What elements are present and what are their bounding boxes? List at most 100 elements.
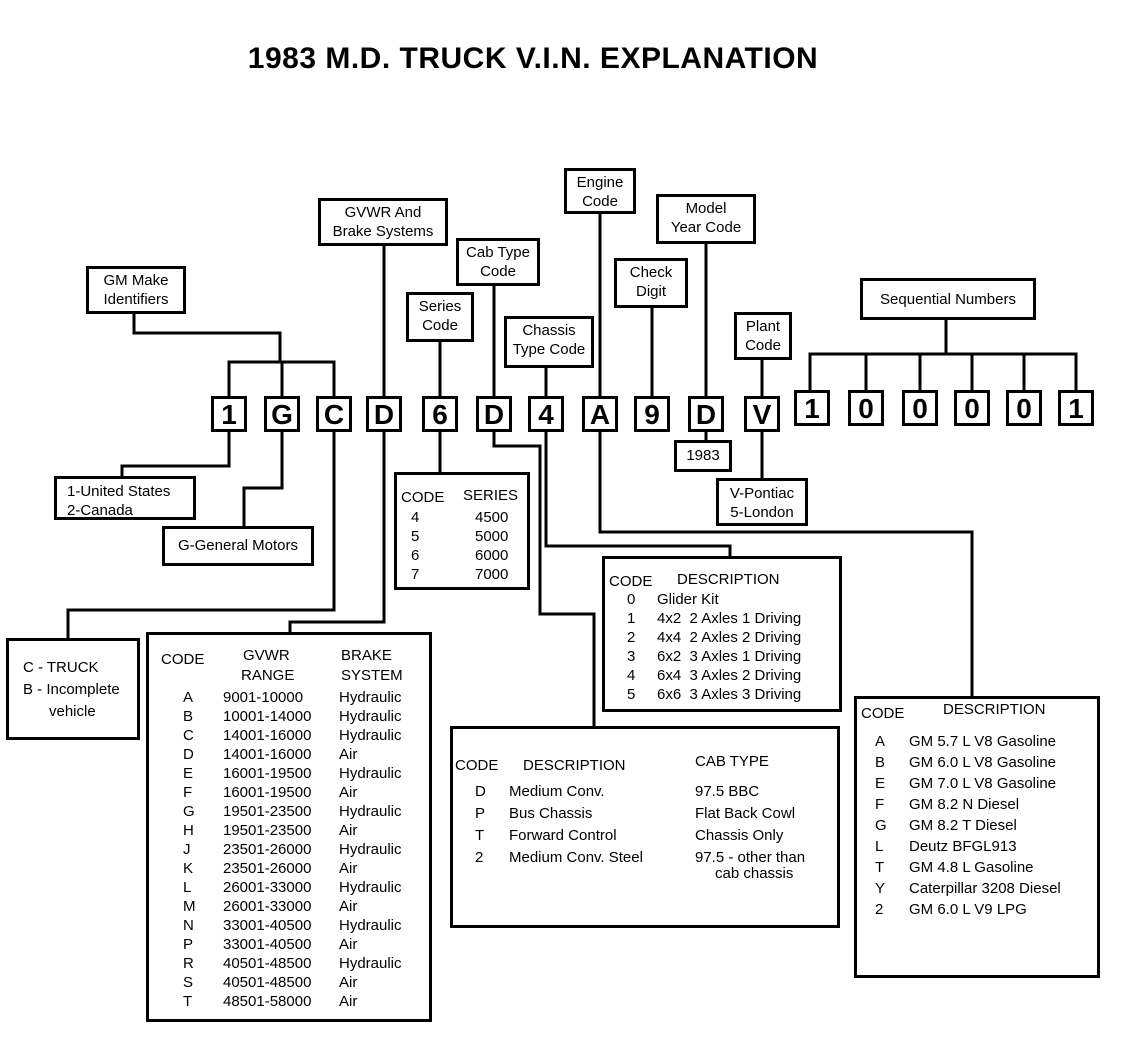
engine-table-description-header: DESCRIPTION (943, 701, 1046, 718)
truck-type-box: C - TRUCK B - Incomplete vehicle (6, 638, 140, 740)
vin-char-6: D (476, 396, 512, 432)
chassis-table-cell: 2 (627, 629, 636, 646)
series-table-row: 5 5000 (397, 528, 527, 547)
chassis-table-cell: 5 (627, 686, 636, 703)
cab-table-cell: Medium Conv. Steel (509, 849, 643, 866)
gvwr-table-cell: 19501-23500 (223, 803, 312, 820)
vin-char-16: 0 (1006, 390, 1042, 426)
engine-table-cell: E (875, 775, 886, 792)
vin-char-11: V (744, 396, 780, 432)
gvwr-table-cell: 23501-26000 (223, 860, 312, 877)
gvwr-table-cell: Hydraulic (339, 917, 402, 934)
gvwr-table-cell: Hydraulic (339, 803, 402, 820)
engine-table-cell: GM 4.8 L Gasoline (909, 859, 1034, 876)
manufacturer-box: G-General Motors (162, 526, 314, 566)
cab-table-continuation: cab chassis (715, 865, 794, 882)
gvwr-table-cell: A (183, 689, 194, 706)
cab-table-cell: T (475, 827, 485, 844)
chassis-table-cell: 6x2 3 Axles 1 Driving (657, 648, 802, 665)
cab-table-cell: 2 (475, 849, 484, 866)
engine-table-row: L Deutz BFGL913 (857, 838, 1097, 859)
label-sequential-numbers: Sequential Numbers (860, 278, 1036, 320)
series-table-cell: 5000 (475, 528, 509, 545)
gvwr-table-cell: 26001-33000 (223, 879, 312, 896)
gvwr-table-cell: Air (339, 974, 358, 991)
label-chassis-type-code: Chassis Type Code (504, 316, 594, 368)
gvwr-table-cell: H (183, 822, 194, 839)
gvwr-table-cell: 16001-19500 (223, 784, 312, 801)
vin-char-4: D (366, 396, 402, 432)
gvwr-table-cell: 33001-40500 (223, 917, 312, 934)
chassis-table-cell: 3 (627, 648, 636, 665)
cab-table-cell: Forward Control (509, 827, 617, 844)
engine-table-cell: T (875, 859, 885, 876)
engine-table-cell: Deutz BFGL913 (909, 838, 1017, 855)
gvwr-table-cell: M (183, 898, 196, 915)
cab-table-cell: Medium Conv. (509, 783, 605, 800)
engine-table-cell: GM 8.2 T Diesel (909, 817, 1017, 834)
gvwr-table-cell: P (183, 936, 194, 953)
label-model-year-code: Model Year Code (656, 194, 756, 244)
gvwr-table-cell: J (183, 841, 191, 858)
chassis-table-code-header: CODE (609, 573, 653, 590)
gvwr-table-cell: K (183, 860, 194, 877)
gvwr-table-cell: Hydraulic (339, 689, 402, 706)
chassis-table-description-header: DESCRIPTION (677, 571, 780, 588)
label-gm-make-identifiers: GM Make Identifiers (86, 266, 186, 314)
gvwr-table-cell: Air (339, 860, 358, 877)
chassis-table-cell: 6x4 3 Axles 2 Driving (657, 667, 802, 684)
gvwr-table-cell: G (183, 803, 195, 820)
gvwr-table-cell: Hydraulic (339, 765, 402, 782)
gvwr-table-cell: Hydraulic (339, 708, 402, 725)
series-table-cell: 7 (411, 566, 420, 583)
engine-table-cell: B (875, 754, 886, 771)
chassis-table-cell: 1 (627, 610, 636, 627)
gvwr-table-cell: E (183, 765, 194, 782)
engine-table-cell: GM 8.2 N Diesel (909, 796, 1020, 813)
label-cab-type-code: Cab Type Code (456, 238, 540, 286)
cab-table-cell: Bus Chassis (509, 805, 593, 822)
gvwr-table-cell: D (183, 746, 194, 763)
vin-char-1: 1 (211, 396, 247, 432)
engine-table-cell: Y (875, 880, 886, 897)
page-title: 1983 M.D. TRUCK V.I.N. EXPLANATION (247, 42, 819, 75)
gvwr-table-cell: 14001-16000 (223, 746, 312, 763)
vin-char-7: 4 (528, 396, 564, 432)
gvwr-table-cell: T (183, 993, 193, 1010)
gvwr-table-cell: Air (339, 746, 358, 763)
series-table-cell: 4500 (475, 509, 509, 526)
gvwr-table-cell: 40501-48500 (223, 974, 312, 991)
series-table-cell: 5 (411, 528, 420, 545)
engine-table-cell: L (875, 838, 884, 855)
cab-table-code-header: CODE (455, 757, 499, 774)
vin-char-3: C (316, 396, 352, 432)
gvwr-table-range-header-1: GVWR (243, 647, 290, 664)
chassis-table-cell: 4 (627, 667, 636, 684)
gvwr-table-cell: Hydraulic (339, 879, 402, 896)
chassis-table-cell: Glider Kit (657, 591, 719, 608)
model-year-box: 1983 (674, 440, 732, 472)
label-plant-code: Plant Code (734, 312, 792, 360)
cab-table-cell: 97.5 BBC (695, 783, 760, 800)
engine-table-code-header: CODE (861, 705, 905, 722)
